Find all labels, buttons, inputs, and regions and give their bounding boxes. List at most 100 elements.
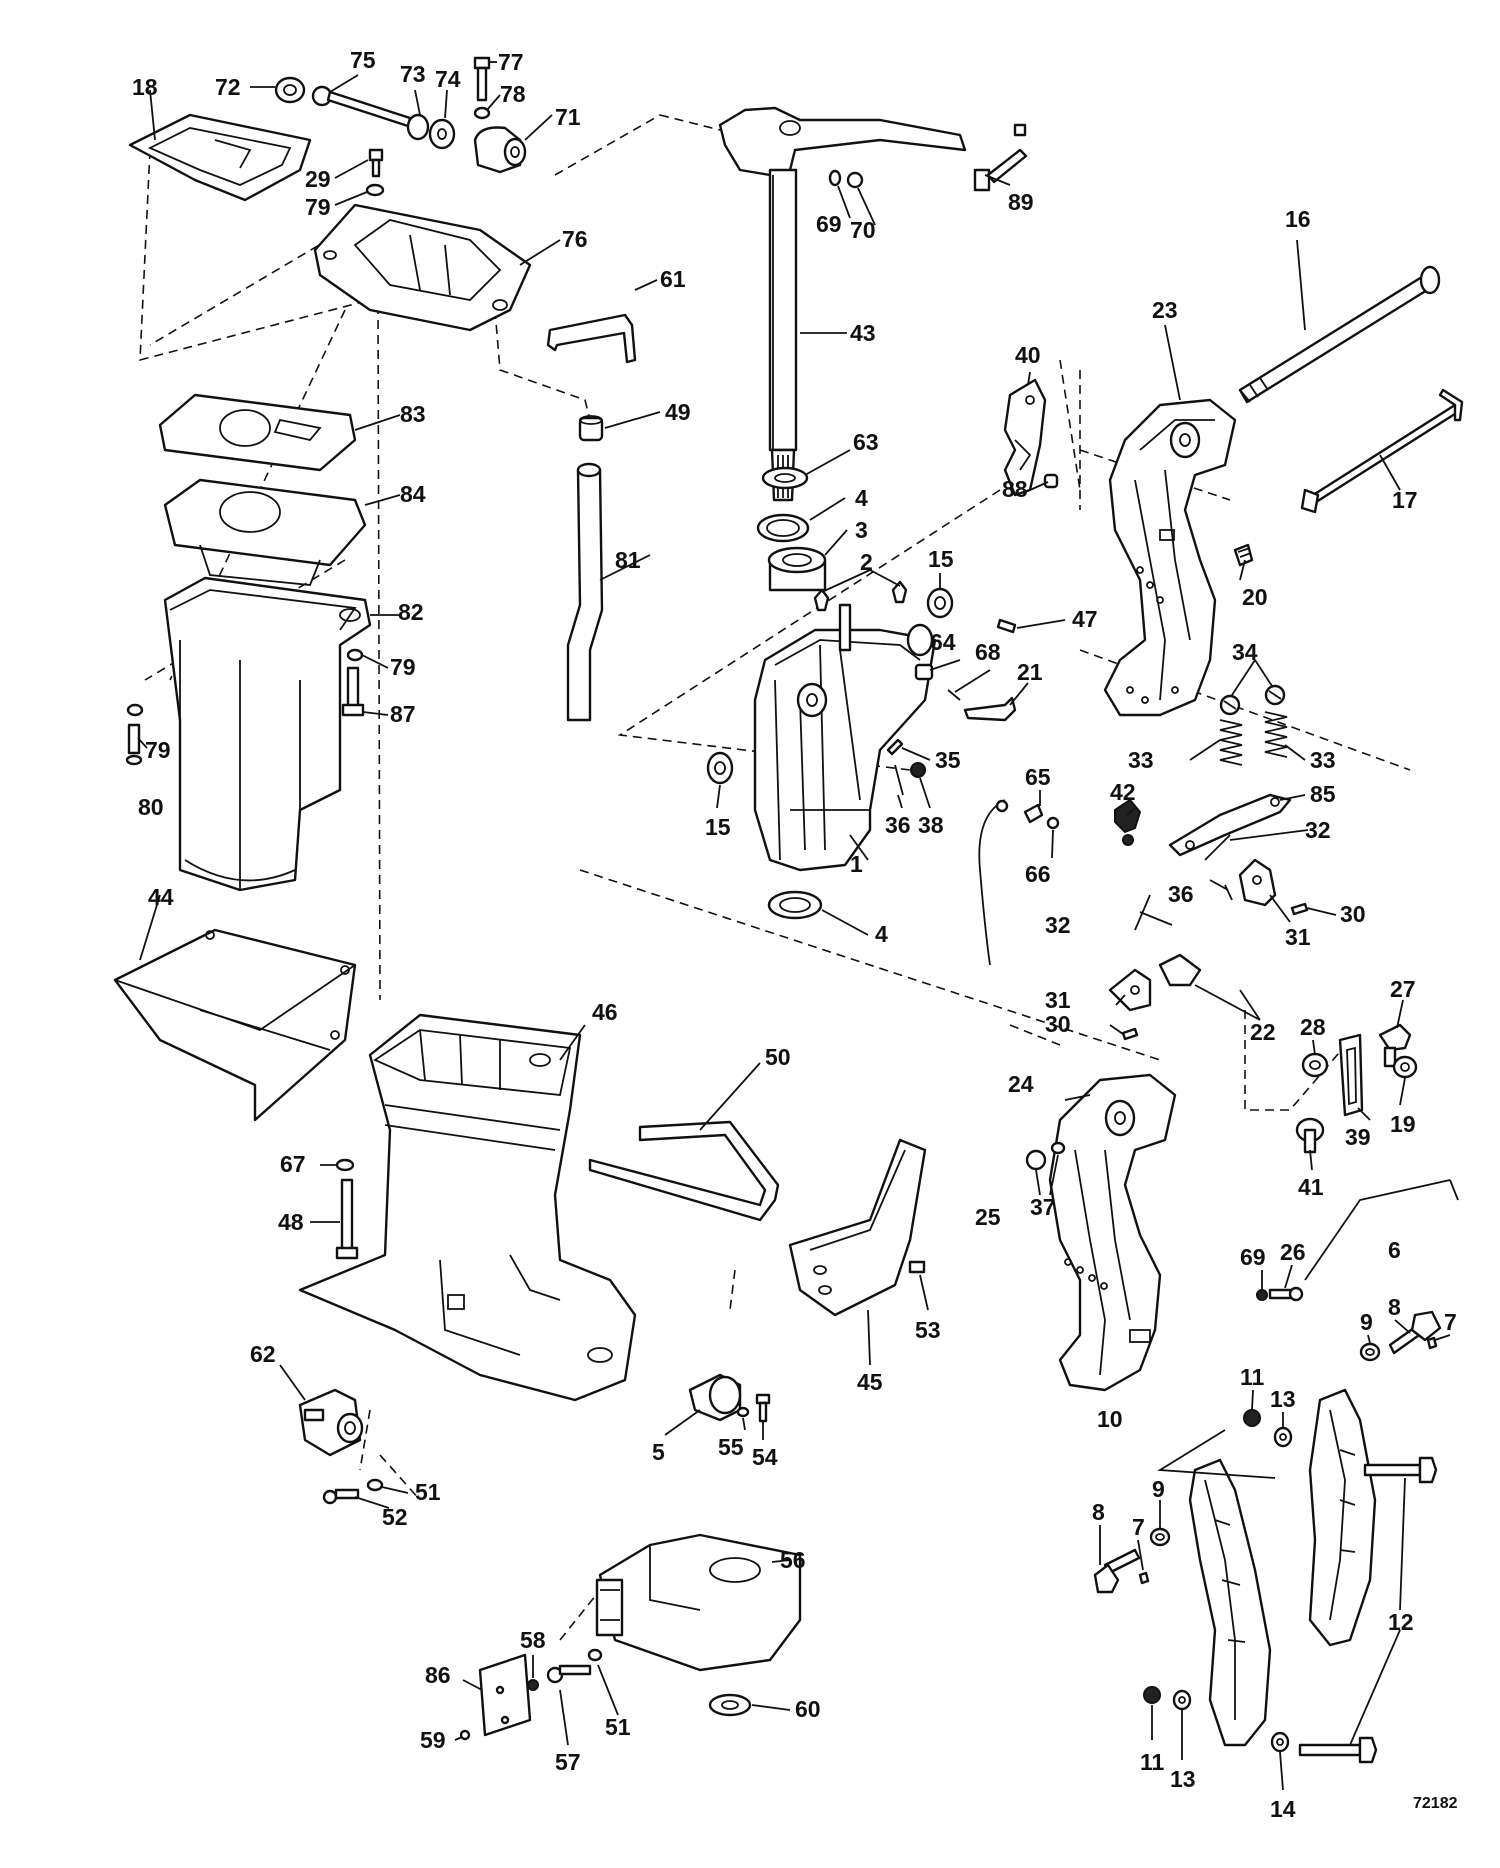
spring-33b: [1264, 711, 1288, 758]
bushing-3: [767, 546, 827, 592]
callout-2: 2: [860, 549, 873, 575]
callout-15-right: 15: [928, 546, 954, 572]
swivel-bracket: [753, 603, 937, 872]
callout-51-left: 51: [415, 1479, 441, 1505]
pin-68: [947, 689, 961, 701]
washer-28: [1301, 1052, 1329, 1078]
washer-9-right: [1359, 1342, 1381, 1362]
callout-69-top: 69: [816, 211, 842, 237]
nut-11-upper: [1243, 1409, 1261, 1427]
nut-66: [1046, 816, 1060, 830]
washer-15-left: [706, 751, 734, 785]
callout-5: 5: [652, 1439, 665, 1465]
callout-61: 61: [660, 266, 686, 292]
callout-53: 53: [915, 1317, 941, 1343]
callout-4-bottom: 4: [875, 921, 888, 947]
callout-60: 60: [795, 1696, 821, 1722]
callout-72: 72: [215, 74, 241, 100]
callout-31-right: 31: [1285, 924, 1311, 950]
pin-47: [996, 618, 1017, 634]
washer-13-lower: [1172, 1689, 1192, 1711]
spring-33a: [1219, 719, 1243, 766]
washer-63: [761, 466, 809, 490]
rod-61: [546, 313, 637, 364]
seal-strip: [588, 1120, 780, 1222]
callout-84: 84: [400, 481, 426, 507]
callout-labels: 1 2 3 4 4 5 6 7 7 8 8 9 9 10 11 11 12 13…: [132, 47, 1458, 1822]
drive-shaft-housing: [298, 1013, 637, 1402]
callout-12: 12: [1388, 1609, 1414, 1635]
pin-7-right: [1426, 1336, 1438, 1350]
plate-85: [1168, 793, 1292, 857]
pin-35: [886, 738, 904, 756]
gasket-top: [128, 113, 312, 202]
bolt-27: [1378, 1023, 1412, 1068]
callout-51-right: 51: [605, 1714, 631, 1740]
callout-34: 34: [1232, 639, 1258, 665]
callout-87: 87: [390, 701, 416, 727]
callout-6: 6: [1388, 1237, 1401, 1263]
callout-83: 83: [400, 401, 426, 427]
callout-79-mid: 79: [390, 654, 416, 680]
nut-19: [1392, 1055, 1418, 1079]
callout-47: 47: [1072, 606, 1098, 632]
clip-89: [973, 123, 1028, 192]
callout-73: 73: [400, 61, 426, 87]
callout-82: 82: [398, 599, 424, 625]
callout-8-right: 8: [1388, 1294, 1401, 1320]
callout-81: 81: [615, 547, 641, 573]
callout-7-right: 7: [1444, 1309, 1457, 1335]
callout-36-right: 36: [1168, 881, 1194, 907]
pin-7-left: [1138, 1571, 1150, 1585]
tilt-rod-17: [1300, 388, 1464, 514]
callout-10: 10: [1097, 1406, 1123, 1432]
callout-85: 85: [1310, 781, 1336, 807]
callout-67: 67: [280, 1151, 306, 1177]
stern-bracket-left: [1048, 1073, 1177, 1392]
callout-32-right: 32: [1305, 817, 1331, 843]
callout-88: 88: [1002, 476, 1028, 502]
callout-69-lower: 69: [1240, 1244, 1266, 1270]
callout-50: 50: [765, 1044, 791, 1070]
fitting-2b: [891, 580, 908, 604]
callout-15-left: 15: [705, 814, 731, 840]
block-42: [1114, 798, 1142, 846]
callout-68: 68: [975, 639, 1001, 665]
tilt-tube: [1238, 265, 1441, 404]
washer-55: [736, 1406, 750, 1418]
steering-shaft: [718, 106, 967, 502]
callout-26: 26: [1280, 1239, 1306, 1265]
washer-13-upper: [1273, 1426, 1293, 1448]
callout-3: 3: [855, 517, 868, 543]
callout-44: 44: [148, 884, 174, 910]
screw-30-left: [1121, 1027, 1139, 1041]
exhaust-adapter: [313, 203, 532, 332]
nut-25: [1025, 1149, 1047, 1171]
washer-51-left: [366, 1478, 384, 1492]
tilt-link-65: [978, 799, 1044, 966]
lockwasher-78: [473, 106, 491, 120]
callout-49: 49: [665, 399, 691, 425]
bracket-31-right: [1238, 858, 1277, 907]
callout-48: 48: [278, 1209, 304, 1235]
screw-59: [459, 1729, 471, 1741]
callout-40: 40: [1015, 342, 1041, 368]
water-tube: [566, 462, 604, 722]
washer-79-top: [365, 183, 385, 197]
handle-screw-8-left: [1093, 1548, 1141, 1594]
splash-cover: [113, 928, 357, 1122]
callout-76: 76: [562, 226, 588, 252]
callout-35: 35: [935, 747, 961, 773]
callout-11-upper: 11: [1240, 1364, 1265, 1390]
figure-reference-number: 72182: [1413, 1795, 1458, 1812]
callout-74: 74: [435, 66, 461, 92]
bolt-long: [311, 85, 412, 128]
callout-9-left: 9: [1152, 1476, 1165, 1502]
nut-38: [910, 762, 926, 778]
ring-60: [708, 1693, 752, 1717]
callout-79-left: 79: [145, 737, 171, 763]
callout-1: 1: [850, 851, 863, 877]
callout-57: 57: [555, 1749, 581, 1775]
callout-27: 27: [1390, 976, 1416, 1002]
washer-15-right: [926, 587, 954, 619]
